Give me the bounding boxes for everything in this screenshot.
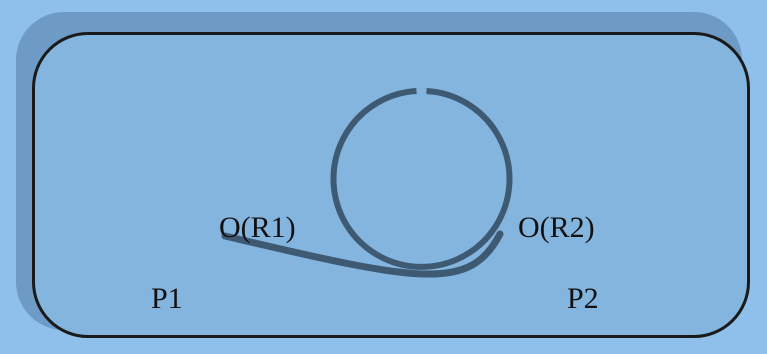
port-label-r2: O(R2) <box>518 211 595 244</box>
lead-line-r1 <box>221 230 504 278</box>
point-label-p2: P2 <box>567 282 599 315</box>
point-label-p1: P1 <box>151 282 183 315</box>
port-label-r1: O(R1) <box>219 211 296 244</box>
main-panel <box>32 32 750 338</box>
ring-loop <box>330 88 513 270</box>
